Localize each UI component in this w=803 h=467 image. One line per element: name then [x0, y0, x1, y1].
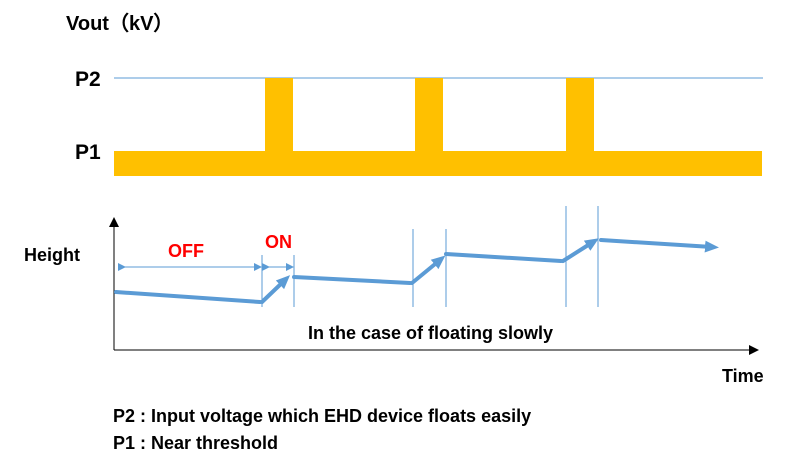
p2-level-label: P2 [75, 68, 101, 91]
height-segment-on-1 [260, 275, 291, 304]
height-segment-off-1 [114, 290, 262, 304]
p1-level-label: P1 [75, 141, 101, 164]
p1-legend-text: P1 : Near threshold [113, 433, 279, 453]
height-segment-on-3 [561, 238, 599, 263]
off-state-label: OFF [168, 241, 204, 261]
time-axis-label: Time [722, 366, 764, 386]
height-segment-off-4 [599, 238, 719, 253]
height-axis-label: Height [24, 245, 80, 265]
height-segment-on-2 [410, 255, 446, 285]
on-state-label: ON [265, 232, 292, 252]
height-trajectory [114, 238, 719, 304]
top-y-axis-label: Vout（kV） [66, 12, 173, 35]
floating-caption: In the case of floating slowly [308, 323, 553, 343]
p2-legend-text: P2 : Input voltage which EHD device floa… [113, 406, 532, 426]
voltage-pulse-train [114, 78, 762, 176]
height-segment-off-3 [444, 252, 563, 263]
switch-guide-lines [261, 206, 599, 307]
height-segment-off-2 [292, 275, 412, 285]
